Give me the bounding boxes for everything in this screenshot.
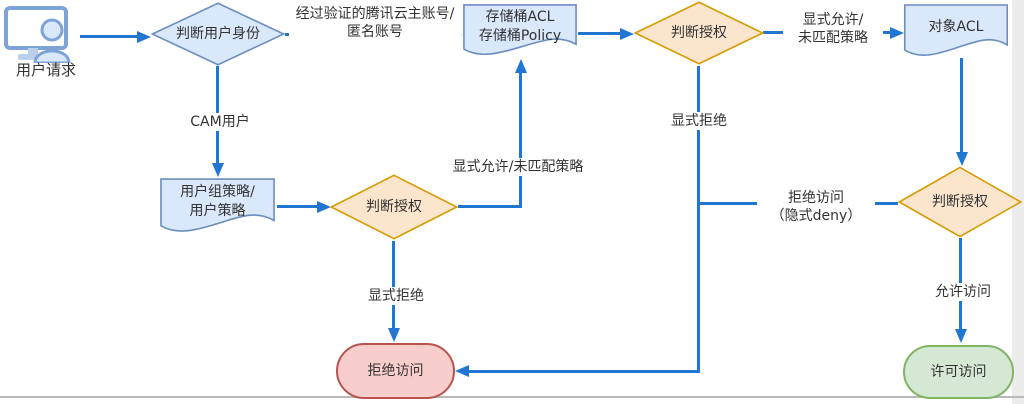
edge-label-allow-visit-text: 允许访问 xyxy=(935,284,991,300)
edge-authleft-to-deny xyxy=(392,241,395,329)
user-request-label-text: 用户请求 xyxy=(15,61,76,79)
page-bottom-rule xyxy=(0,396,1024,398)
arrowhead-down-deny xyxy=(387,328,400,342)
edge-merge-to-deny xyxy=(468,369,700,373)
edge-authtop-deny-down xyxy=(697,66,700,373)
edge-label-allow-visit: 允许访问 xyxy=(931,283,995,302)
edge-label-explicit-deny-left: 显式拒绝 xyxy=(364,287,428,306)
edge-label-explicit-deny-mid-text: 显式拒绝 xyxy=(671,113,727,129)
deny-access-label: 拒绝访问 xyxy=(367,362,424,379)
user-group-policy-doc: 用户组策略/ 用户策略 xyxy=(159,177,276,235)
object-acl-doc: 对象ACL xyxy=(903,3,1009,59)
user-group-policy-label: 用户组策略/ 用户策略 xyxy=(159,177,276,235)
edge-label-cam-user-text: CAM用户 xyxy=(190,114,250,130)
bucket-acl-line2: 存储桶Policy xyxy=(478,27,562,44)
arrowhead-right-authleft xyxy=(317,200,331,213)
bucket-acl-line1: 存储桶ACL xyxy=(485,8,555,25)
arrowhead-down-permit xyxy=(954,329,967,343)
edge-label-explicit-allow-mid: 显式允许/未匹配策略 xyxy=(447,158,589,177)
edge-grouppolicy-to-authleft xyxy=(277,205,318,208)
user-group-policy-line1: 用户组策略/ xyxy=(180,184,255,201)
arrowhead-left-deny xyxy=(455,365,469,377)
edge-objectacl-to-authright xyxy=(960,58,963,153)
edge-label-verified-account-line1: 经过验证的腾讯云主账号/ xyxy=(295,6,455,22)
arrowhead-up-bucket xyxy=(514,59,527,73)
user-request-node xyxy=(2,5,82,63)
diamond-shape xyxy=(634,1,764,65)
edge-bucket-to-auth xyxy=(578,32,621,35)
edge-label-explicit-allow-top-line1: 显式允许/ xyxy=(802,12,864,28)
permit-access-node: 许可访问 xyxy=(903,345,1014,399)
edge-label-cam-user: CAM用户 xyxy=(186,113,254,132)
arrowhead-down-grouppolicy xyxy=(211,163,224,177)
permit-access-label: 许可访问 xyxy=(930,363,987,380)
edge-authleft-elbow-v xyxy=(519,72,522,208)
edge-label-explicit-allow-top-line2: 未匹配策略 xyxy=(798,30,868,47)
document-shape xyxy=(159,177,276,235)
object-acl-label: 对象ACL xyxy=(928,18,984,35)
bucket-acl-policy-label: 存储桶ACL 存储桶Policy xyxy=(462,3,578,58)
user-group-policy-line2: 用户策略 xyxy=(189,203,246,219)
arrowhead-down-authright xyxy=(955,152,968,166)
edge-label-explicit-allow-mid-text: 显式允许/未匹配策略 xyxy=(452,159,584,175)
edge-label-verified-account-line2: 匿名账号 xyxy=(347,24,403,41)
edge-label-deny-implicit-line1: 拒绝访问 xyxy=(788,190,844,206)
bucket-acl-policy-doc: 存储桶ACL 存储桶Policy xyxy=(462,3,578,58)
diamond-shape xyxy=(151,2,285,66)
document-shape xyxy=(462,3,578,58)
edge-label-explicit-deny-left-text: 显式拒绝 xyxy=(368,288,424,304)
judge-auth-top-diamond: 判断授权 xyxy=(634,1,764,65)
judge-auth-right-diamond: 判断授权 xyxy=(898,166,1022,238)
diamond-shape xyxy=(330,174,458,240)
judge-identity-label: 判断用户身份 xyxy=(176,25,260,42)
computer-user-icon xyxy=(4,6,71,63)
judge-auth-top-label: 判断授权 xyxy=(671,24,727,41)
edge-label-verified-account: 经过验证的腾讯云主账号/ 匿名账号 xyxy=(289,5,461,42)
edge-user-to-identity xyxy=(80,35,138,38)
edge-label-explicit-allow-top: 显式允许/ 未匹配策略 xyxy=(783,11,883,48)
judge-auth-right-label: 判断授权 xyxy=(932,193,988,210)
edge-label-deny-implicit: 拒绝访问 （隐式deny） xyxy=(757,189,875,226)
edge-label-explicit-deny-mid: 显式拒绝 xyxy=(667,112,731,131)
diamond-shape xyxy=(898,166,1022,238)
user-request-label: 用户请求 xyxy=(8,61,84,81)
judge-auth-left-label: 判断授权 xyxy=(366,198,422,215)
arrowhead-right-icon xyxy=(137,30,151,43)
edge-authleft-elbow-h xyxy=(458,205,522,208)
judge-identity-diamond: 判断用户身份 xyxy=(151,2,285,66)
arrowhead-right-objectacl xyxy=(890,26,904,39)
edge-label-deny-implicit-line2: （隐式deny） xyxy=(770,208,862,225)
judge-auth-left-diamond: 判断授权 xyxy=(330,174,458,240)
arrowhead-right-auth-top xyxy=(620,27,634,40)
deny-access-node: 拒绝访问 xyxy=(336,343,455,399)
document-shape xyxy=(903,3,1009,59)
